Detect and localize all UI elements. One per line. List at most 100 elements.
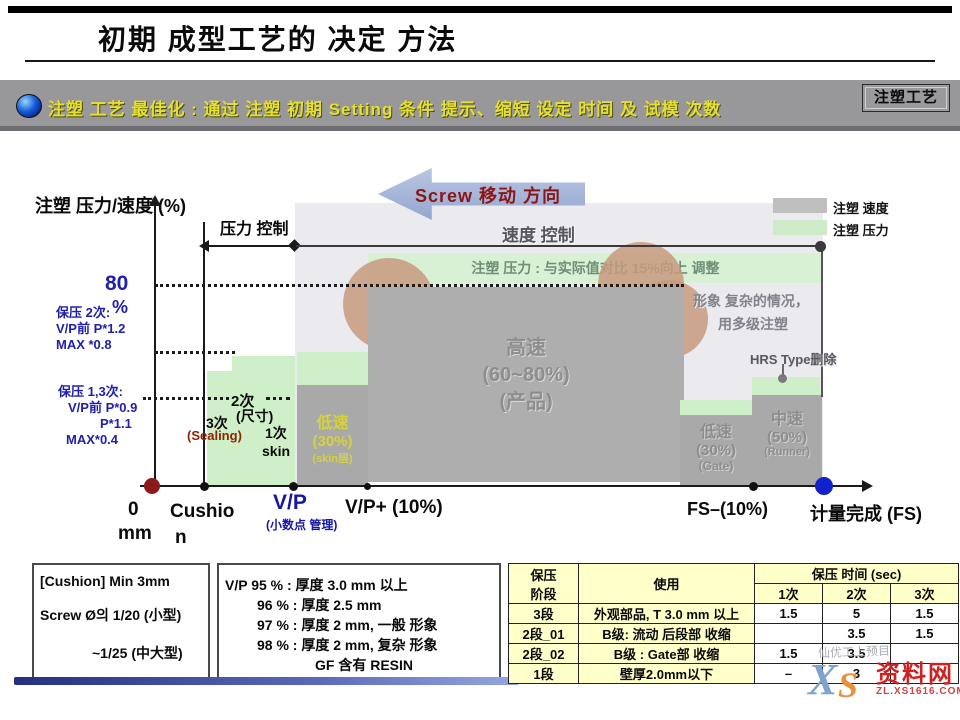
cell-stage: 2段_02 — [508, 643, 579, 664]
info-line: 97 % : 厚度 2 mm, 一般 形象 — [257, 617, 438, 633]
cell-t2: 5 — [822, 603, 891, 624]
pressure-step-2 — [232, 356, 295, 487]
complex-shape-note: 形象 复杂的情况， — [693, 293, 809, 309]
step-label-2nd: 2次 — [231, 393, 255, 410]
cell-t2: 3.5 — [822, 643, 891, 664]
holding-time-table: 保压 阶段 使用 保压 时间 (sec) 1次 2次 3次 3段 外观部品, T… — [508, 563, 959, 684]
cell-t3: 1.5 — [890, 603, 959, 624]
info-line: GF 含有 RESIN — [315, 657, 414, 673]
info-line: V/P 95 % : 厚度 3.0 mm 以上 — [225, 577, 408, 593]
complex-shape-note: 用多级注塑 — [718, 316, 788, 332]
x-label-fs-done: 计量完成 (FS) — [810, 504, 922, 524]
top-black-strip — [8, 6, 952, 13]
cell-t1: 1.5 — [754, 603, 823, 624]
level-80-dotted-line — [155, 284, 684, 287]
step-label-size: (尺寸) — [236, 408, 274, 424]
x-label-cushion: n — [175, 527, 187, 548]
page-title: 初期 成型工艺的 决定 方法 — [98, 24, 458, 55]
runner-pressure-band — [752, 377, 820, 395]
header-use: 使用 — [578, 563, 755, 604]
ann-line: MAX *0.8 — [56, 337, 112, 352]
zone-line: 低速 — [316, 415, 349, 432]
speed-arrow-end-dot — [815, 241, 826, 252]
fs-minus-dot — [749, 482, 758, 491]
x-label-zero: 0 — [128, 499, 139, 520]
vp-dot — [289, 482, 298, 491]
x-label-vp-sub: (小数点 管理) — [266, 518, 338, 532]
header-line: 阶段 — [530, 586, 557, 602]
ann-line: V/P前 P*0.9 — [68, 400, 138, 415]
y-axis-arrowhead — [149, 195, 161, 206]
speed-control-arrow — [296, 245, 820, 247]
legend-speed-label: 注塑 速度 — [833, 201, 889, 216]
vp-plus-dot — [364, 483, 371, 490]
zone-line: (30%) — [695, 442, 736, 459]
x-label-fs-minus: FS–(10%) — [687, 499, 769, 519]
cell-t1: – — [754, 663, 823, 684]
cell-t2: 3.5 — [822, 623, 891, 644]
cell-use: 外观部品, T 3.0 mm 以上 — [578, 603, 755, 624]
header-2nd: 2次 — [822, 583, 891, 604]
ann-line: 保压 1,3次: — [58, 384, 124, 399]
header-stage: 保压 阶段 — [508, 563, 579, 604]
table-row: 2段_02 B级 : Gate部 收缩 1.5 3.5 — [508, 643, 959, 664]
x-label-vp-plus: V/P+ (10%) — [345, 497, 443, 518]
mid-speed-runner-zone: 中速 (50%) (Runner) — [752, 395, 822, 487]
banner-text: 注塑 工艺 最佳化 : 通过 注塑 初期 Setting 条件 提示、缩短 设定… — [48, 100, 722, 119]
legend-speed-swatch — [773, 198, 827, 213]
step-label-sealing: (Sealing) — [187, 428, 242, 443]
holding-13-annotation: 保压 1,3次: V/P前 P*0.9 P*1.1 MAX*0.4 — [58, 384, 137, 448]
cell-t3: 1.5 — [890, 623, 959, 644]
ann-line: MAX*0.4 — [66, 432, 119, 447]
header-time: 保压 时间 (sec) — [754, 563, 959, 584]
cell-use: B级: 流动 后段部 收缩 — [578, 623, 755, 644]
watermark-url: ZL.XS1616.COM — [876, 686, 960, 697]
level-80-value: 80 — [105, 272, 129, 295]
hold13-dotted-line — [143, 397, 229, 400]
zone-line: 中速 — [770, 411, 803, 428]
ann-line: 保压 2次: — [56, 305, 111, 320]
hrs-type-note: HRS Type删除 — [750, 352, 837, 367]
table-row: 2段_01 B级: 流动 后段部 收缩 3.5 1.5 — [508, 623, 959, 644]
table-row: 3段 外观部品, T 3.0 mm 以上 1.5 5 1.5 — [508, 603, 959, 624]
y-axis-line — [154, 205, 156, 487]
hrs-pointer-line — [782, 364, 784, 378]
origin-dot — [144, 478, 160, 494]
vp-percent-info-box: V/P 95 % : 厚度 3.0 mm 以上 96 % : 厚度 2.5 mm… — [217, 563, 501, 681]
pressure-note-band: 注塑 压力 : 与实际值对比 15%向上 调整 — [368, 253, 823, 283]
hrs-pointer-dot — [778, 374, 787, 383]
header-3rd: 3次 — [890, 583, 959, 604]
pressure-control-label: 压力 控制 — [220, 221, 289, 238]
cell-t1: 1.5 — [754, 643, 823, 664]
watermark-brand: 资料网 — [876, 661, 954, 688]
step-label-3rd: 3次 — [206, 415, 228, 431]
cell-stage: 3段 — [508, 603, 579, 624]
zone-line: (60~80%) — [482, 364, 570, 386]
x-label-vp: V/P — [273, 491, 307, 514]
info-line: [Cushion] Min 3mm — [40, 573, 170, 589]
ann-line: V/P前 P*1.2 — [56, 321, 126, 336]
level-80-percent: % — [112, 297, 129, 317]
gate-pressure-band — [680, 400, 752, 415]
legend-pressure-label: 注塑 压力 — [833, 223, 889, 238]
high-speed-zone — [368, 287, 684, 482]
zone-line: 低速 — [699, 424, 732, 441]
header-1st: 1次 — [754, 583, 823, 604]
process-tag-badge: 注塑工艺 — [862, 84, 950, 112]
zone-line: (产品) — [499, 391, 553, 413]
zone-line: (30%) — [312, 433, 353, 450]
ann-line: P*1.1 — [100, 416, 132, 431]
zone-line: (50%) — [766, 429, 807, 446]
banner-bar — [0, 80, 960, 131]
low-speed-gate-zone: 低速 (30%) (Gate) — [680, 415, 752, 487]
x-label-mm: mm — [118, 523, 152, 544]
high-speed-label: 高速 (60~80%) (产品) — [368, 335, 684, 416]
info-line: 96 % : 厚度 2.5 mm — [257, 597, 382, 613]
info-line: ~1/25 (中大型) — [92, 645, 183, 661]
zone-line: (Runner) — [764, 446, 810, 458]
watermark-x-glyph: X — [808, 655, 838, 704]
step-label-1st: 1次 — [265, 425, 287, 441]
cushion-info-box: [Cushion] Min 3mm Screw Ø의 1/20 (小型) ~1/… — [32, 563, 210, 681]
speed-control-label: 速度 控制 — [502, 226, 575, 245]
y-axis-title: 注塑 压力/速度 (%) — [35, 196, 186, 216]
